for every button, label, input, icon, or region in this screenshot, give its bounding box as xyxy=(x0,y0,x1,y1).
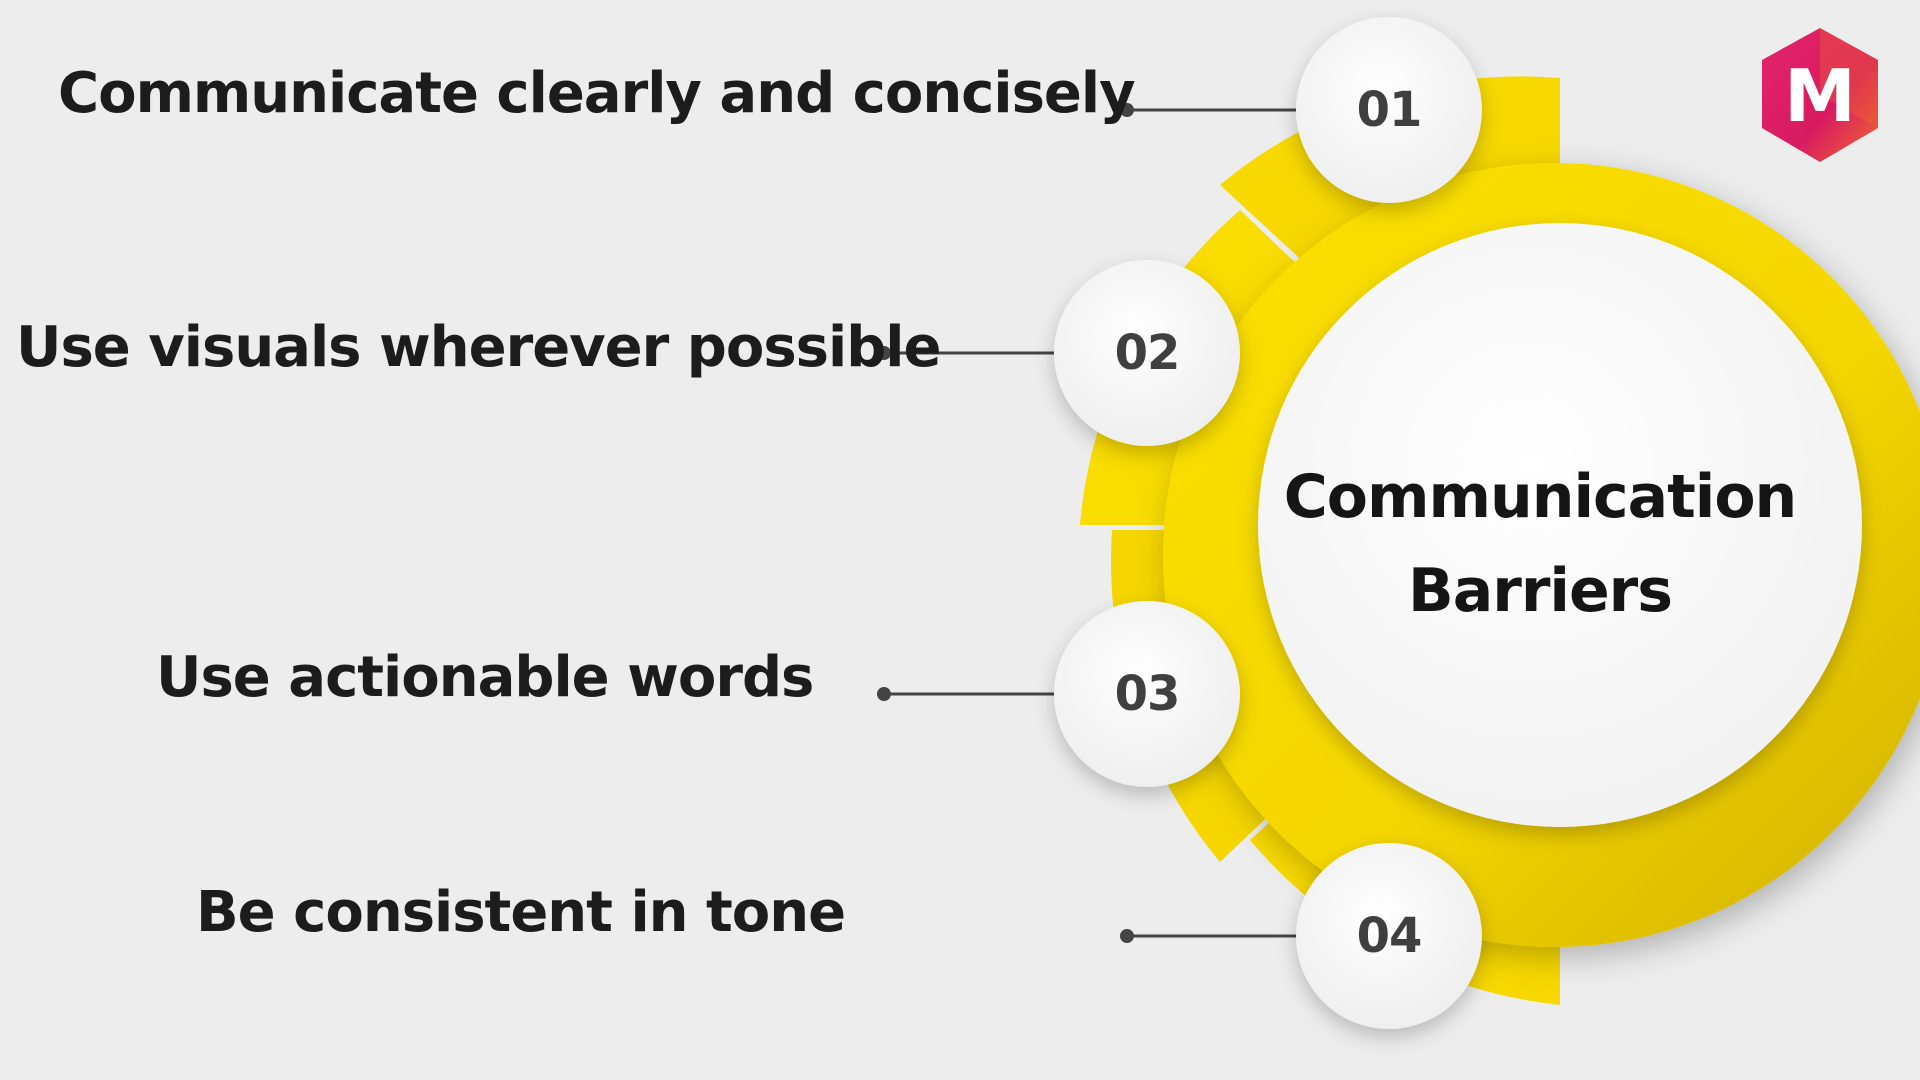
brand-logo: M xyxy=(1762,28,1878,162)
badge-03: 03 xyxy=(1054,601,1240,787)
badge-01: 01 xyxy=(1296,17,1482,203)
badge-number-01: 01 xyxy=(1357,82,1422,138)
logo-letter: M xyxy=(1784,54,1856,138)
badge-04: 04 xyxy=(1296,843,1482,1029)
center-title: Communication Barriers xyxy=(1250,450,1830,638)
badge-number-03: 03 xyxy=(1115,666,1180,722)
tip-text-02: Use visuals wherever possible xyxy=(16,315,941,380)
badge-number-04: 04 xyxy=(1357,908,1422,964)
center-circle xyxy=(1258,223,1862,827)
center-title-line-2: Barriers xyxy=(1408,556,1673,626)
badge-02: 02 xyxy=(1054,260,1240,446)
tip-text-04: Be consistent in tone xyxy=(196,880,846,945)
badge-number-02: 02 xyxy=(1115,325,1180,381)
center-title-line-1: Communication xyxy=(1283,462,1798,532)
tip-text-03: Use actionable words xyxy=(156,645,814,710)
tip-text-01: Communicate clearly and concisely xyxy=(58,61,1136,126)
